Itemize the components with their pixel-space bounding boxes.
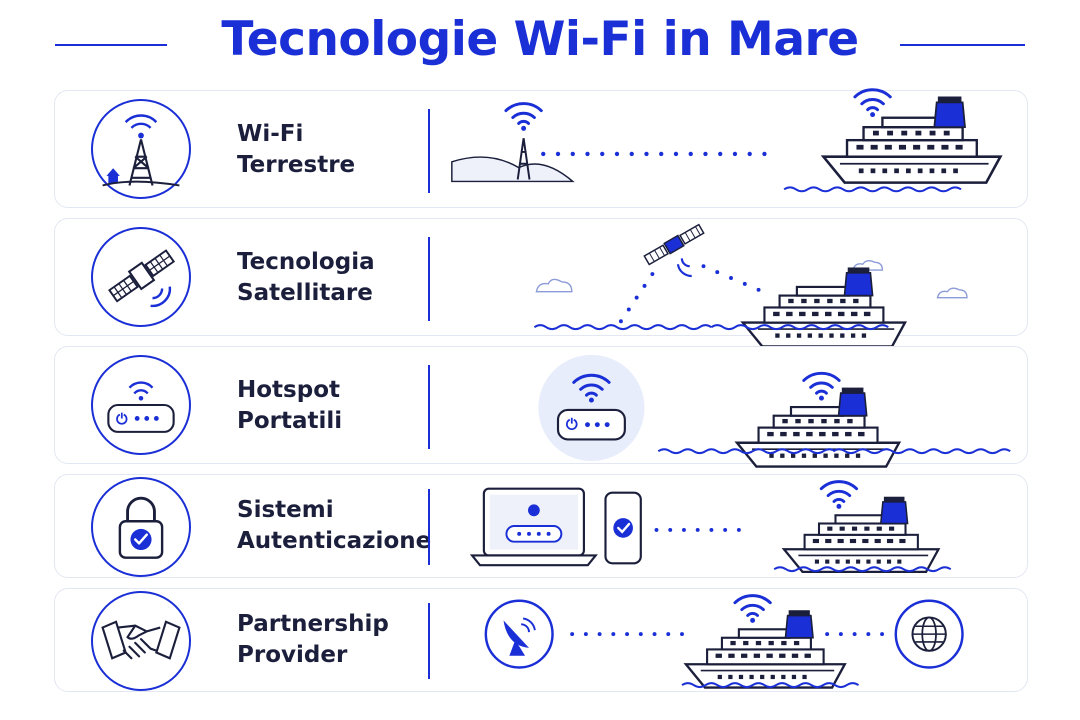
ship-wifi-icon xyxy=(802,371,841,403)
row-hotspot: Hotspot Portatili xyxy=(54,346,1028,468)
connection-dots xyxy=(570,632,885,637)
waves-icon xyxy=(533,324,713,331)
ship-wifi-icon xyxy=(819,480,859,511)
ship-icon xyxy=(822,95,1002,184)
row-label: Partnership Provider xyxy=(237,609,437,671)
ship-wifi-icon xyxy=(733,594,772,625)
row-satellitare: Tecnologia Satellitare xyxy=(54,218,1028,348)
row-label-line2: Provider xyxy=(237,642,348,668)
row-label: Sistemi Autenticazione xyxy=(237,495,437,557)
satellite-icon xyxy=(91,227,191,327)
hotspot-highlight xyxy=(538,354,645,462)
divider xyxy=(428,603,430,679)
page-title: Tecnologie Wi-Fi in Mare xyxy=(221,12,859,67)
row-wifi-terrestre: Wi-Fi Terrestre xyxy=(54,88,1028,208)
row-label-line1: Sistemi xyxy=(237,497,334,523)
connection-dots xyxy=(654,527,741,532)
row-autenticazione: Sistemi Autenticazione xyxy=(54,474,1028,578)
scene-hotspot xyxy=(445,347,1020,468)
ship-icon xyxy=(735,386,901,468)
row-label-line2: Portatili xyxy=(237,408,343,434)
divider xyxy=(428,489,430,565)
ship-icon xyxy=(782,495,940,574)
row-label-line1: Tecnologia xyxy=(237,249,375,275)
padlock-icon xyxy=(91,477,191,577)
row-label-line2: Satellitare xyxy=(237,280,373,306)
title-rule-left xyxy=(55,44,167,46)
connection-dots xyxy=(618,264,761,324)
ship-icon xyxy=(741,266,907,348)
scene-satellitare xyxy=(445,219,1020,348)
divider xyxy=(428,237,430,321)
ship-wifi-icon xyxy=(853,88,892,119)
handshake-icon xyxy=(91,591,191,691)
row-label-line1: Partnership xyxy=(237,611,389,637)
row-label: Hotspot Portatili xyxy=(237,375,437,437)
row-label-line1: Hotspot xyxy=(237,377,340,403)
tower-icon xyxy=(516,138,531,180)
laptop-icon xyxy=(469,487,598,567)
scene-terrestre xyxy=(445,88,1020,207)
divider xyxy=(428,109,430,193)
row-label-line1: Wi-Fi xyxy=(237,121,304,147)
row-partnership: Partnership Provider xyxy=(54,588,1028,692)
title-rule-right xyxy=(900,44,1025,46)
smartphone-icon xyxy=(604,491,642,565)
divider xyxy=(428,365,430,449)
satellite-dish-icon xyxy=(484,599,554,669)
row-label-line2: Autenticazione xyxy=(237,528,432,554)
header: Tecnologie Wi-Fi in Mare xyxy=(0,0,1080,88)
scene-partnership xyxy=(445,589,1020,691)
connection-dots xyxy=(541,151,767,157)
ship-icon xyxy=(684,609,846,689)
wifi-icon xyxy=(504,102,543,133)
row-label-line2: Terrestre xyxy=(237,152,356,178)
scene-autenticazione xyxy=(445,475,1020,577)
globe-icon xyxy=(894,599,964,669)
satellite-scene-icon xyxy=(643,223,705,266)
row-label: Wi-Fi Terrestre xyxy=(237,119,437,181)
router-icon xyxy=(91,355,191,455)
waves-icon xyxy=(783,186,963,193)
row-label: Tecnologia Satellitare xyxy=(237,247,437,309)
cell-tower-icon xyxy=(91,99,191,199)
